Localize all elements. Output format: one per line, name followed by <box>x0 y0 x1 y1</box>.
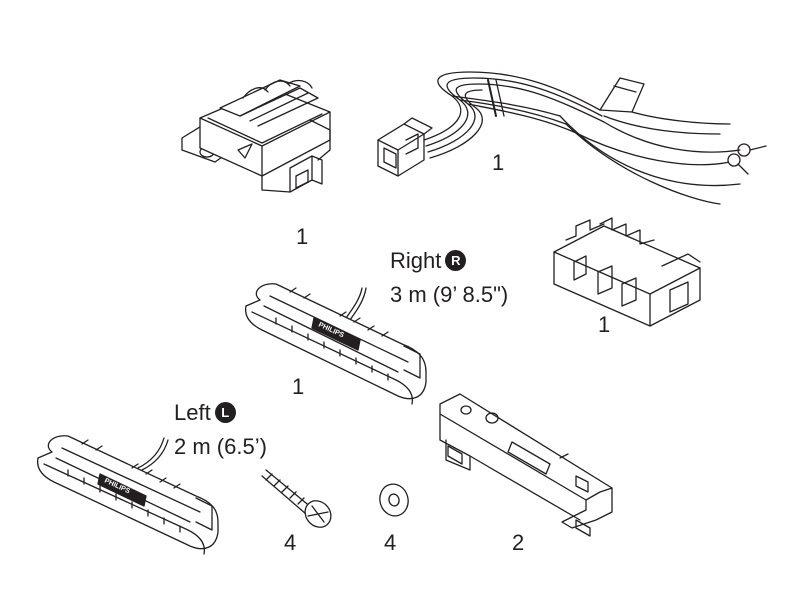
screw <box>261 469 332 528</box>
left-lamp-side-text: Left <box>174 400 211 425</box>
control-unit <box>181 79 331 193</box>
screw-qty: 4 <box>284 530 297 555</box>
bracket-qty: 2 <box>512 530 525 555</box>
control-unit-qty: 1 <box>296 224 309 249</box>
left-lamp-cable-length: 2 m (6.5’) <box>174 434 267 459</box>
washer <box>379 483 409 517</box>
washer-qty: 4 <box>384 530 397 555</box>
wiring-harness-qty: 1 <box>492 150 505 175</box>
right-side-badge: R <box>445 250 467 271</box>
left-lamp: PHILIPS <box>36 435 219 555</box>
bracket <box>439 393 613 537</box>
wiring-harness <box>377 71 767 205</box>
right-lamp: PHILIPS <box>244 283 427 405</box>
connector-clip <box>553 217 701 327</box>
left-side-badge: L <box>214 402 236 423</box>
connector-clip-qty: 1 <box>598 312 611 337</box>
right-lamp-cable-length: 3 m (9’ 8.5") <box>390 282 509 307</box>
right-lamp-side-text: Right <box>390 248 442 273</box>
right-lamp-qty: 1 <box>292 374 305 399</box>
